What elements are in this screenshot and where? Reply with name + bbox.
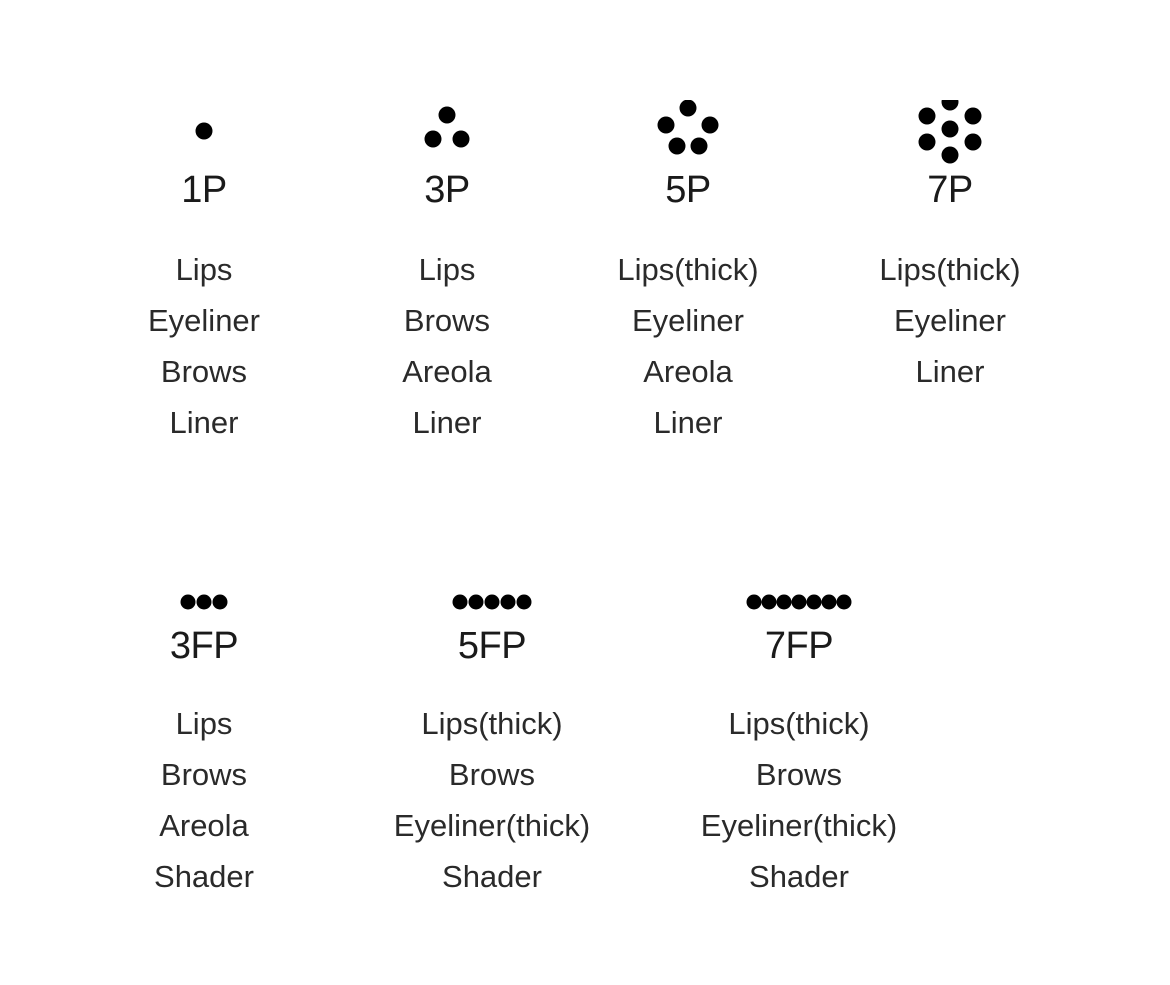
needle-dots-5p-icon xyxy=(568,100,808,164)
use-item: Eyeliner xyxy=(632,303,744,338)
needle-dot xyxy=(500,594,516,610)
needle-card-7fp: 7FP Lips(thick) Brows Eyeliner(thick) Sh… xyxy=(679,556,919,902)
needle-dot xyxy=(941,120,959,138)
needle-label: 7FP xyxy=(764,625,834,667)
needle-dot xyxy=(701,116,719,134)
use-item: Eyeliner xyxy=(148,303,260,338)
needle-dots-7p-icon xyxy=(830,100,1070,164)
use-item: Brows xyxy=(448,757,536,792)
needle-label: 5P xyxy=(665,169,711,211)
needle-dot xyxy=(836,594,852,610)
use-item: Lips(thick) xyxy=(617,252,759,287)
needle-dot xyxy=(468,594,484,610)
needle-dot xyxy=(964,133,982,151)
needle-dot xyxy=(452,130,470,148)
needle-uses: Lips Brows Areola Shader xyxy=(84,698,324,902)
needle-label: 3P xyxy=(424,169,470,211)
needle-label: 5FP xyxy=(457,625,527,667)
use-item: Liner xyxy=(653,405,723,440)
needle-dot xyxy=(690,137,708,155)
needle-dot xyxy=(964,107,982,125)
use-item: Lips(thick) xyxy=(421,706,563,741)
needle-dots-7fp-icon xyxy=(679,556,919,620)
needle-dots-1p-icon xyxy=(84,100,324,164)
needle-label: 3FP xyxy=(169,625,239,667)
use-item: Lips xyxy=(175,706,233,741)
use-item: Liner xyxy=(915,354,985,389)
needle-dots-3fp-icon xyxy=(84,556,324,620)
needle-card-3fp: 3FP Lips Brows Areola Shader xyxy=(84,556,324,902)
use-item: Areola xyxy=(643,354,733,389)
use-item: Shader xyxy=(442,859,542,894)
needle-dot xyxy=(196,594,212,610)
needle-dot xyxy=(746,594,762,610)
use-item: Brows xyxy=(160,354,248,389)
needle-card-3p: 3P Lips Brows Areola Liner xyxy=(327,100,567,448)
use-item: Brows xyxy=(755,757,843,792)
use-item: Brows xyxy=(403,303,491,338)
needle-dot xyxy=(806,594,822,610)
use-item: Lips xyxy=(175,252,233,287)
needle-uses: Lips(thick) Brows Eyeliner(thick) Shader xyxy=(679,698,919,902)
needle-dot xyxy=(195,122,213,140)
use-item: Brows xyxy=(160,757,248,792)
use-item: Shader xyxy=(749,859,849,894)
needle-uses: Lips(thick) Eyeliner Areola Liner xyxy=(568,244,808,448)
needle-dot xyxy=(452,594,468,610)
use-item: Lips xyxy=(418,252,476,287)
needle-dot xyxy=(941,100,959,111)
needle-dot xyxy=(212,594,228,610)
use-item: Shader xyxy=(154,859,254,894)
needle-dot xyxy=(438,106,456,124)
needle-uses: Lips Brows Areola Liner xyxy=(327,244,567,448)
needle-label: 1P xyxy=(181,169,227,211)
needle-card-7p: 7P Lips(thick) Eyeliner Liner xyxy=(830,100,1070,397)
needle-card-1p: 1P Lips Eyeliner Brows Liner xyxy=(84,100,324,448)
needle-dot xyxy=(941,146,959,164)
needle-uses: Lips(thick) Brows Eyeliner(thick) Shader xyxy=(372,698,612,902)
use-item: Liner xyxy=(412,405,482,440)
needle-dot xyxy=(679,100,697,117)
needle-dot xyxy=(516,594,532,610)
needle-dot xyxy=(180,594,196,610)
needle-dot xyxy=(776,594,792,610)
needle-dots-5fp-icon xyxy=(372,556,612,620)
needle-dot xyxy=(918,107,936,125)
use-item: Eyeliner xyxy=(894,303,1006,338)
use-item: Eyeliner(thick) xyxy=(393,808,591,843)
needle-uses: Lips Eyeliner Brows Liner xyxy=(84,244,324,448)
needle-dot xyxy=(791,594,807,610)
use-item: Lips(thick) xyxy=(728,706,870,741)
needle-card-5fp: 5FP Lips(thick) Brows Eyeliner(thick) Sh… xyxy=(372,556,612,902)
use-item: Lips(thick) xyxy=(879,252,1021,287)
needle-card-5p: 5P Lips(thick) Eyeliner Areola Liner xyxy=(568,100,808,448)
needle-dot xyxy=(668,137,686,155)
needle-dots-3p-icon xyxy=(327,100,567,164)
needle-dot xyxy=(761,594,777,610)
needle-uses: Lips(thick) Eyeliner Liner xyxy=(830,244,1070,397)
use-item: Areola xyxy=(402,354,492,389)
use-item: Eyeliner(thick) xyxy=(700,808,898,843)
needle-label: 7P xyxy=(927,169,973,211)
needle-dot xyxy=(657,116,675,134)
needle-dot xyxy=(424,130,442,148)
use-item: Areola xyxy=(159,808,249,843)
needle-dot xyxy=(821,594,837,610)
needle-dot xyxy=(918,133,936,151)
use-item: Liner xyxy=(169,405,239,440)
needle-dot xyxy=(484,594,500,610)
